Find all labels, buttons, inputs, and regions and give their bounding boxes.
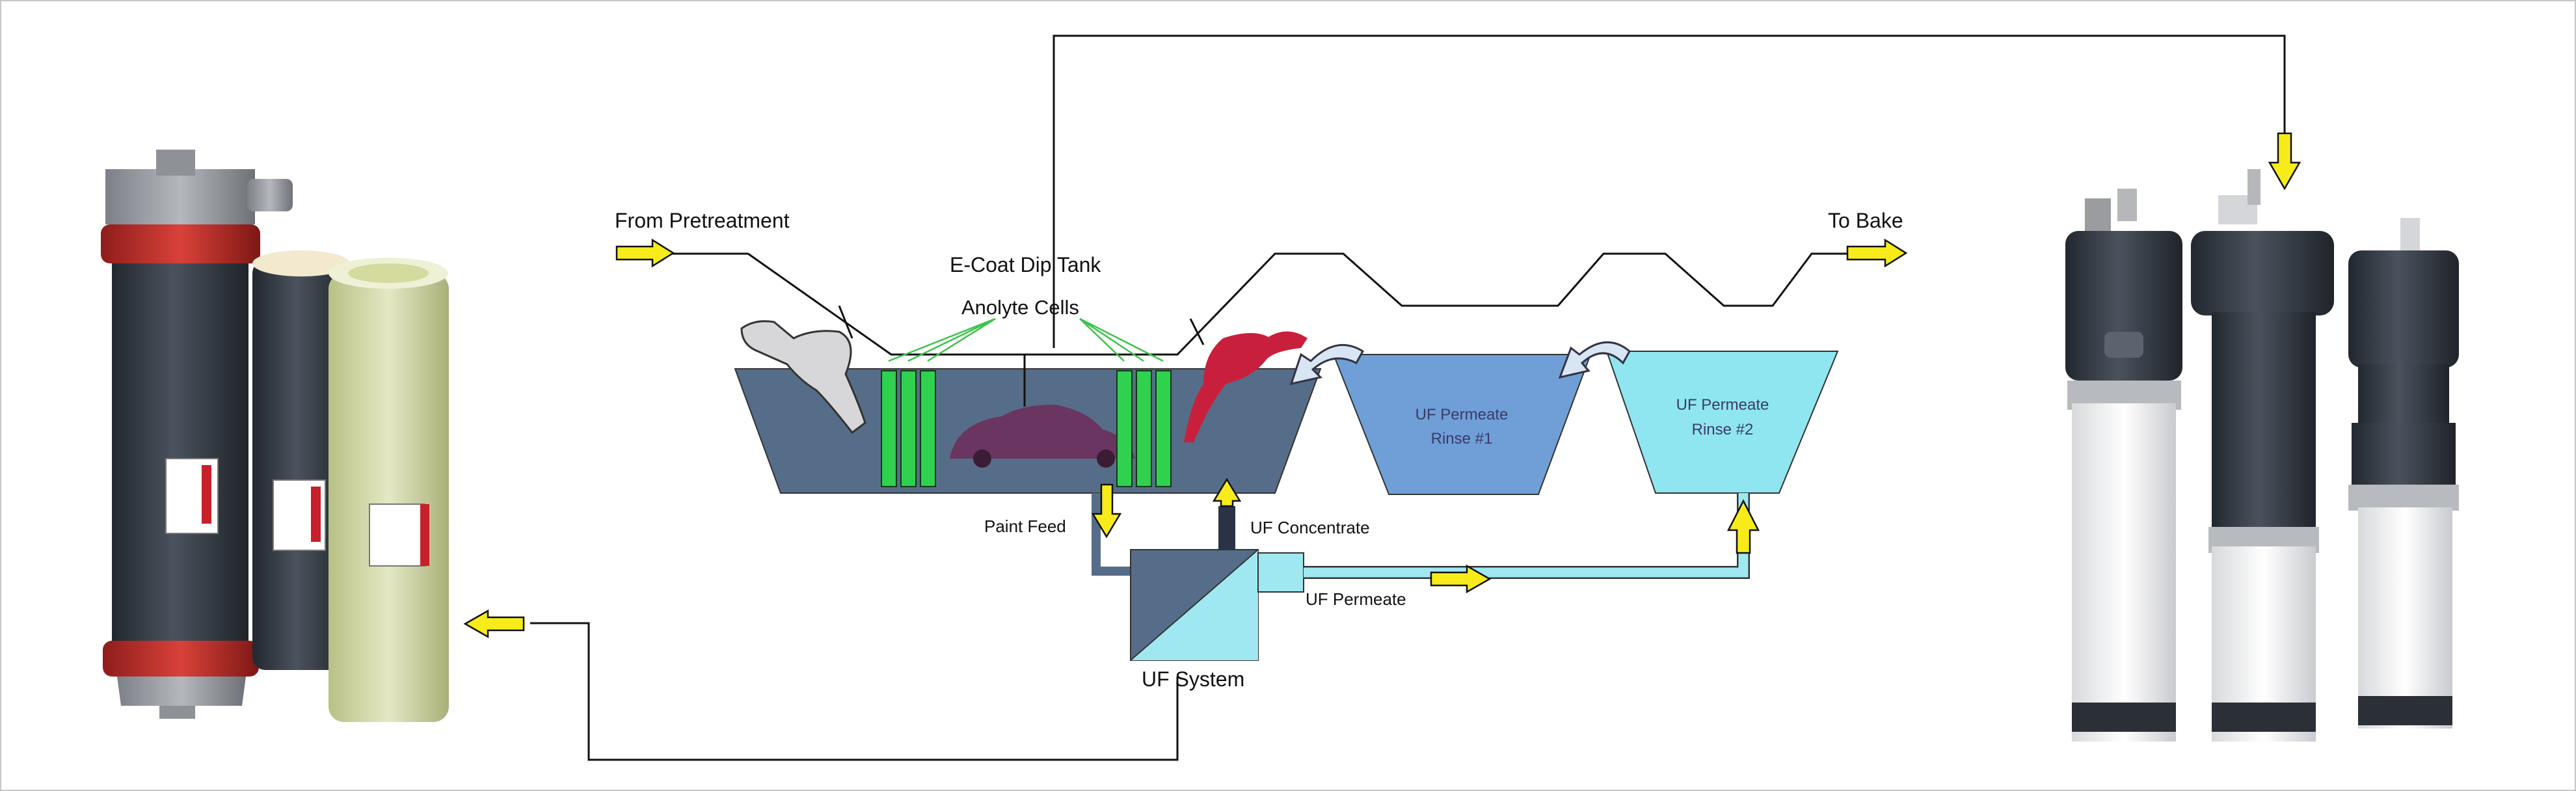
label-rinse-1-line2: Rinse #1 xyxy=(1431,430,1493,448)
label-rinse-2-line2: Rinse #2 xyxy=(1692,421,1754,438)
arrow-down-to-right-modules xyxy=(2268,132,2301,191)
arrow-paint-feed xyxy=(1091,483,1122,539)
anolyte-cells-left xyxy=(881,370,936,487)
overflow-arrow-rinse2-to-rinse1 xyxy=(1558,341,1631,379)
overflow-arrow-rinse1-to-tank xyxy=(1289,343,1365,386)
arrow-to-bake xyxy=(1846,238,1908,268)
uf-system-unit xyxy=(1092,493,1304,661)
arrow-to-left-modules xyxy=(463,609,525,639)
car-body-submerged xyxy=(950,405,1135,459)
label-from-pretreatment: From Pretreatment xyxy=(615,209,790,232)
arrow-uf-concentrate xyxy=(1212,477,1242,507)
arrow-uf-permeate xyxy=(1430,564,1492,594)
label-uf-concentrate: UF Concentrate xyxy=(1250,518,1370,537)
label-uf-system: UF System xyxy=(1142,667,1244,691)
label-paint-feed: Paint Feed xyxy=(984,516,1066,536)
label-rinse-2-line1: UF Permeate xyxy=(1676,396,1769,414)
label-uf-permeate: UF Permeate xyxy=(1306,589,1406,609)
car-entering xyxy=(740,320,866,435)
label-anolyte-cells: Anolyte Cells xyxy=(961,296,1079,319)
uf-permeate-rinse-1-tank xyxy=(1332,354,1592,495)
return-pipe-loop xyxy=(530,34,2286,761)
uf-permeate-rinse-2-tank xyxy=(1605,351,1839,494)
right-uf-modules-photo xyxy=(2065,169,2459,742)
arrow-from-pretreatment xyxy=(615,238,675,268)
left-uf-modules-photo xyxy=(101,150,449,722)
car-exiting xyxy=(1184,331,1308,442)
flow-arrows xyxy=(463,132,2301,639)
anolyte-cell-leader-lines xyxy=(888,317,1164,362)
arrow-up-to-rinse-2 xyxy=(1726,499,1760,554)
label-dip-tank: E-Coat Dip Tank xyxy=(950,253,1101,276)
anolyte-cells-right xyxy=(1116,370,1172,487)
e-coat-dip-tank xyxy=(734,305,1322,494)
label-to-bake: To Bake xyxy=(1828,209,1903,232)
label-rinse-1-line1: UF Permeate xyxy=(1415,406,1509,423)
